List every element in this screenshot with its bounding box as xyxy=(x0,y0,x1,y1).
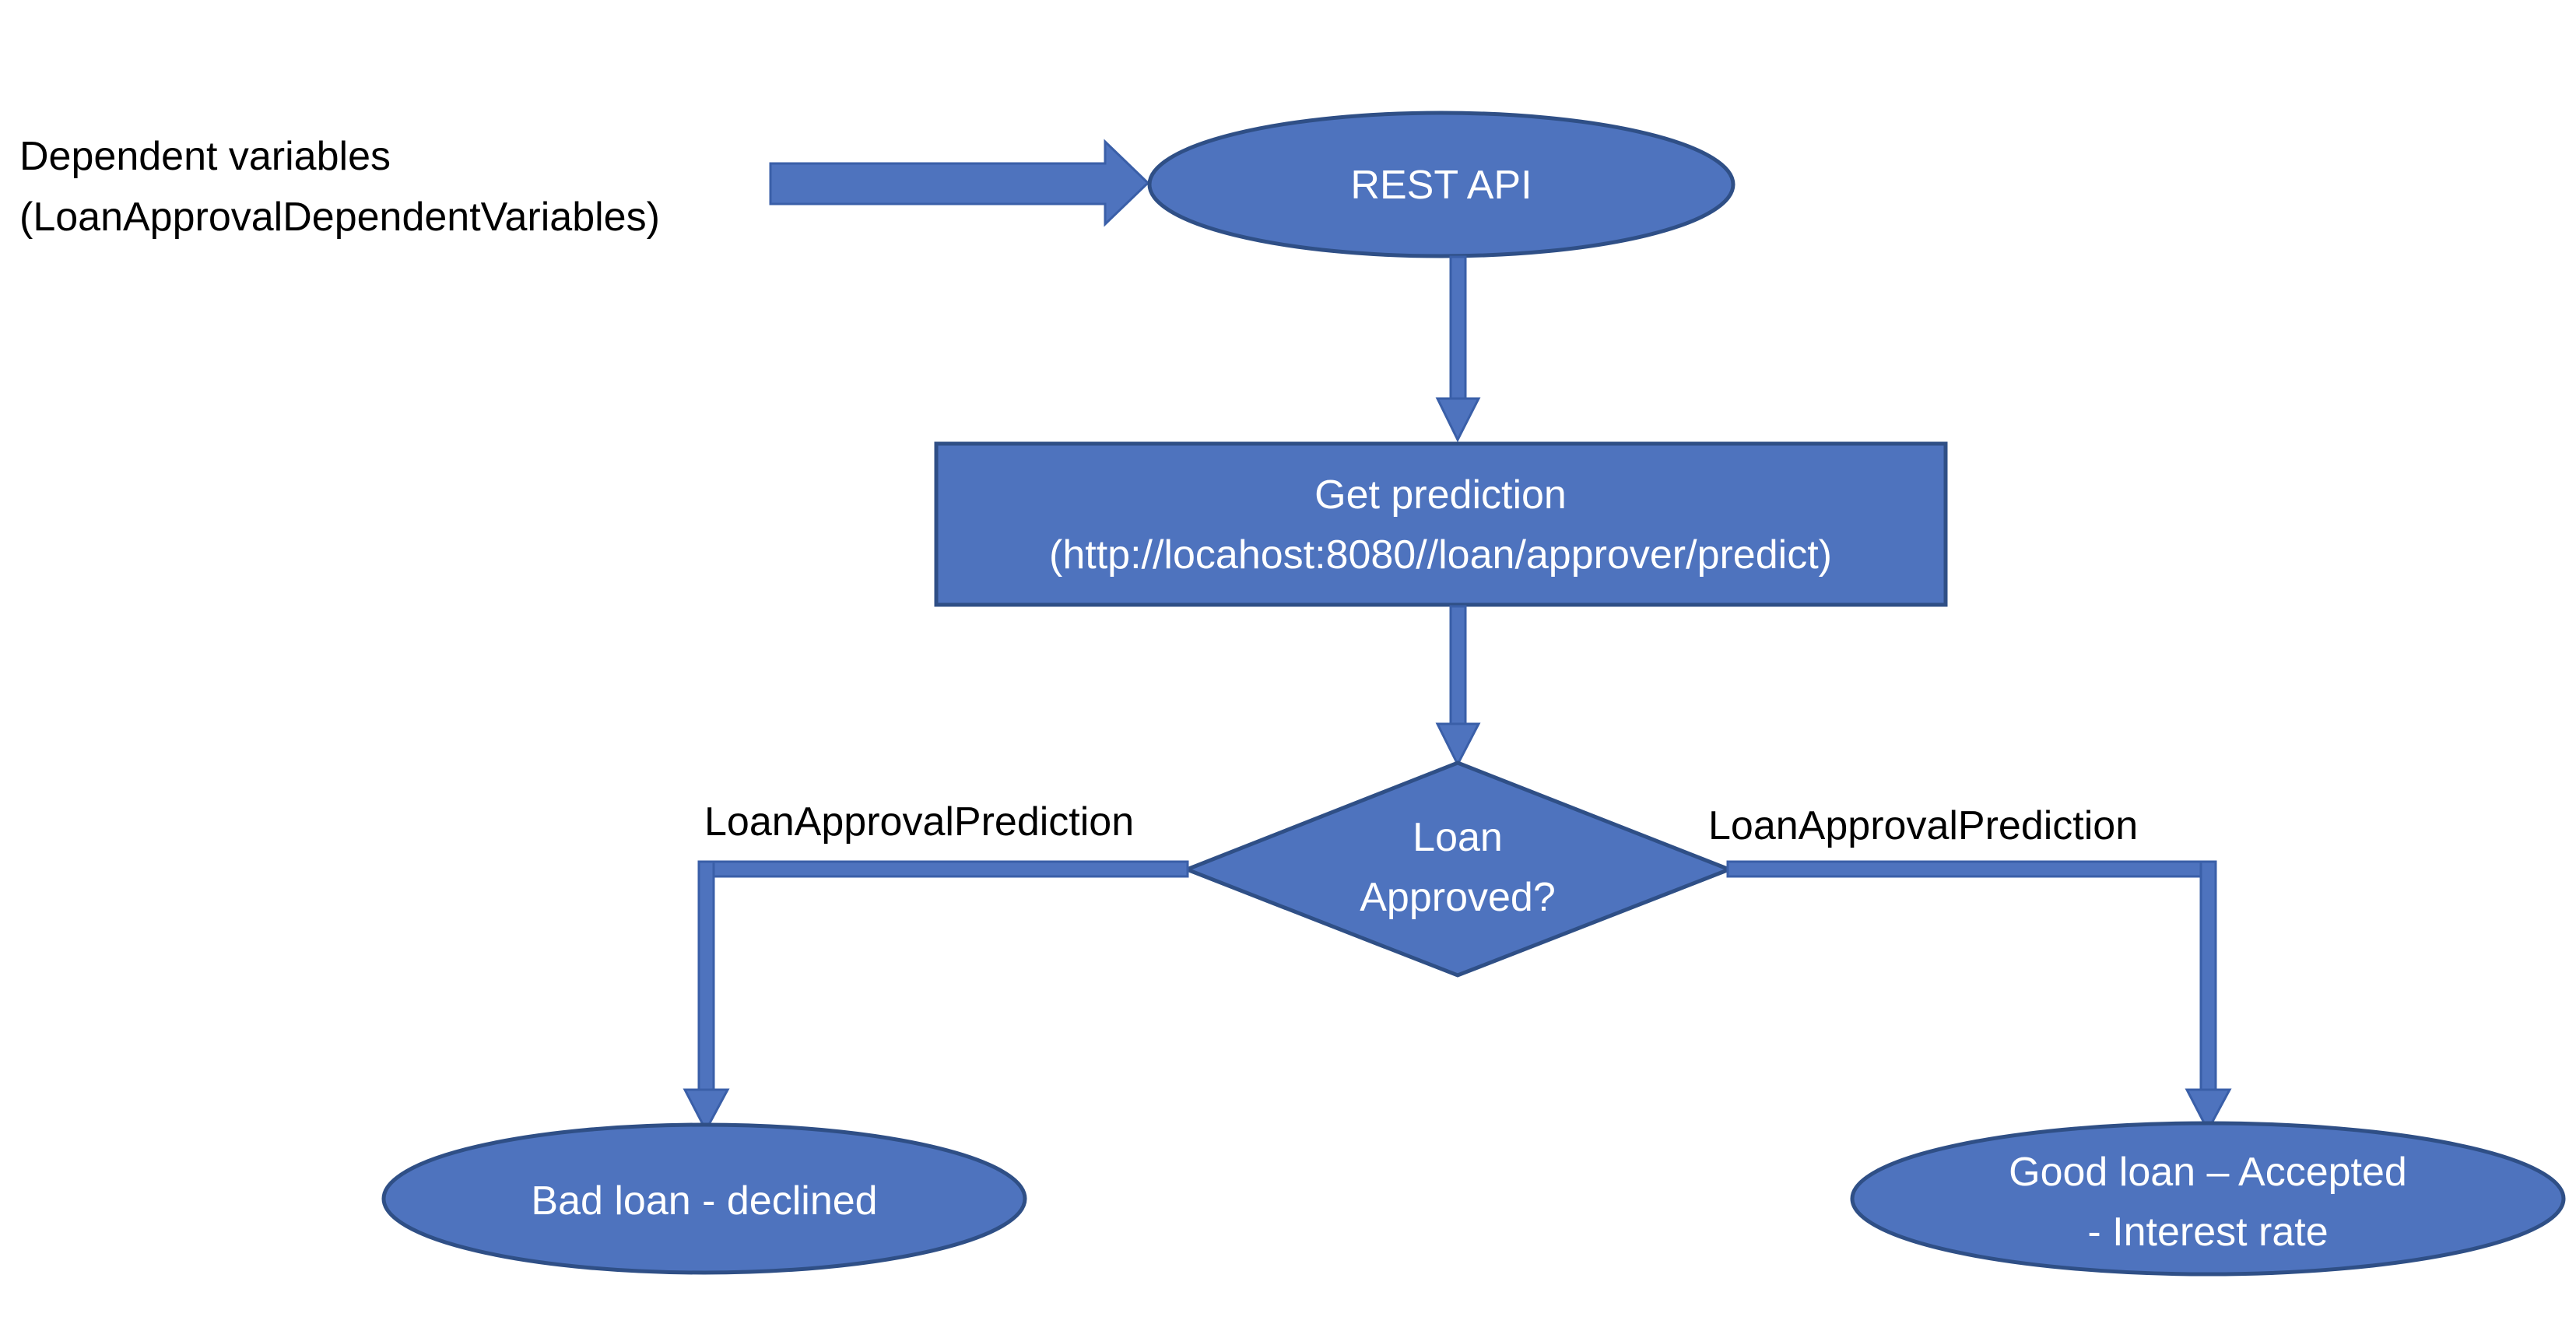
good-loan-label-line1: Good loan – Accepted xyxy=(2009,1150,2407,1195)
loan-approved-decision-node xyxy=(1181,760,1735,978)
rest-api-label: REST API xyxy=(1350,163,1532,208)
get-prediction-label-line1: Get prediction xyxy=(1314,472,1567,518)
get-prediction-node xyxy=(934,441,1948,607)
input-label-line1: Dependent variables xyxy=(19,134,391,179)
connector-prediction-to-decision xyxy=(1449,605,1467,729)
good-loan-node xyxy=(1850,1121,2566,1277)
input-block-arrow xyxy=(769,139,1150,227)
decision-label-line2: Approved? xyxy=(1360,875,1556,920)
decision-label-line1: Loan xyxy=(1413,815,1503,860)
right-edge-label: LoanApprovalPrediction xyxy=(1708,803,2138,848)
arrowhead-to-decision xyxy=(1435,722,1481,767)
connector-rest-to-prediction xyxy=(1449,255,1467,402)
arrowhead-to-prediction xyxy=(1435,397,1481,443)
good-loan-label-line2: - Interest rate xyxy=(2087,1210,2328,1255)
get-prediction-label-line2: (http://locahost:8080//loan/approver/pre… xyxy=(1049,532,1832,578)
arrowhead-to-good-loan xyxy=(2185,1088,2232,1133)
input-label-line2: (LoanApprovalDependentVariables) xyxy=(19,195,660,240)
connector-left-vertical xyxy=(697,860,715,1097)
bad-loan-node xyxy=(381,1122,1027,1275)
left-edge-label: LoanApprovalPrediction xyxy=(704,799,1134,845)
connector-right-horizontal xyxy=(1726,860,2217,878)
connector-right-vertical xyxy=(2199,860,2217,1097)
rest-api-node xyxy=(1147,111,1735,258)
bad-loan-label: Bad loan - declined xyxy=(531,1178,877,1224)
connector-left-horizontal xyxy=(697,860,1189,878)
arrowhead-to-bad-loan xyxy=(683,1088,730,1133)
